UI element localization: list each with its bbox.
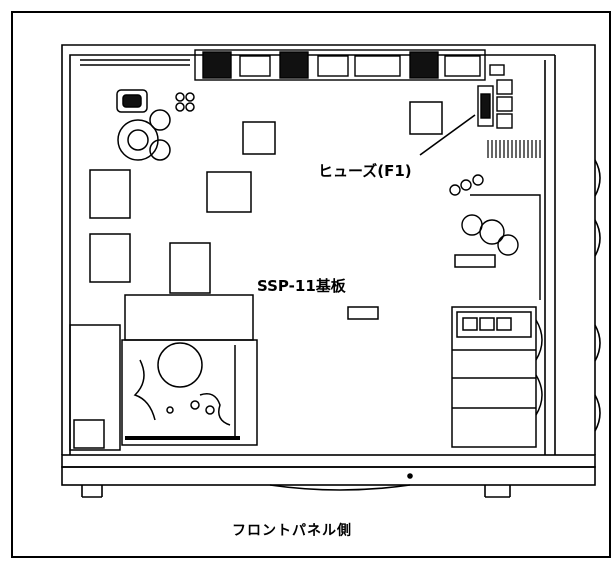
- deck-mechanism: [121, 294, 258, 446]
- power-block: [451, 306, 543, 448]
- rear-connectors: [194, 49, 486, 81]
- front-panel-label: フロントパネル側: [232, 523, 352, 539]
- fuse-area: [419, 64, 513, 156]
- heat-sink: [487, 140, 541, 158]
- left-module: [69, 324, 121, 451]
- board-chips: [89, 101, 496, 320]
- capacitors-right: [449, 174, 541, 300]
- outer-frame: [11, 11, 611, 558]
- board-label: SSP-11基板: [257, 277, 346, 295]
- top-left-components: [116, 89, 195, 161]
- chassis: [61, 44, 601, 455]
- fuse-label: ヒューズ(F1): [318, 162, 412, 180]
- front-panel: [61, 454, 596, 498]
